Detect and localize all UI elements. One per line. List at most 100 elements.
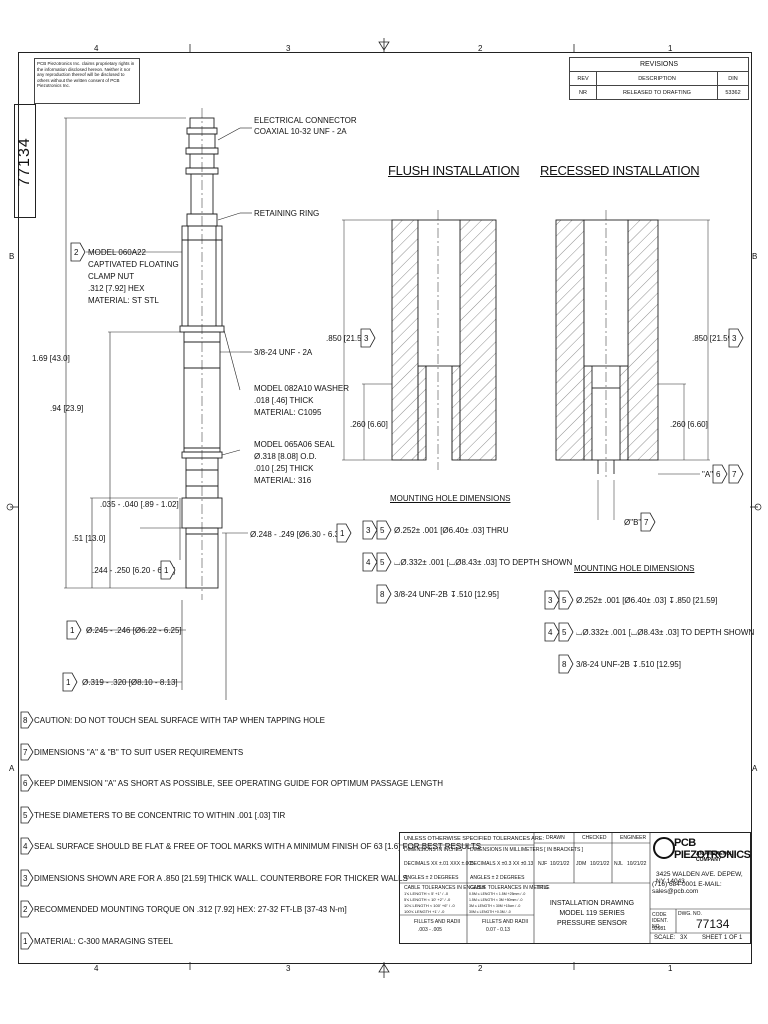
dim-248: Ø.248 - .249 [Ø6.30 - 6.32] (250, 530, 346, 539)
rev-value: NR (569, 85, 597, 100)
note-number: 6 (23, 779, 28, 788)
flush-hole-spec: ⌴Ø.332± .001 [⌴Ø8.43± .03] TO DEPTH SHOW… (394, 558, 573, 567)
checked-by: JDM (576, 861, 587, 867)
checked-date: 10/21/22 (590, 861, 610, 867)
engineer-label: ENGINEER (620, 835, 647, 841)
thread-callout: 3/8-24 UNF - 2A (254, 348, 313, 357)
clamp-nut-material: MATERIAL: ST STL (88, 296, 159, 305)
recessed-dim-850: .850 [21.59] (692, 334, 735, 343)
note-flag-icon (20, 743, 34, 760)
cable-english-row: 100'≤ LENGTH +1' / -0 (404, 909, 445, 914)
note-number: 3 (23, 873, 28, 883)
flag-6-icon (712, 464, 728, 484)
flag-1-icon (336, 523, 352, 543)
flag-number: 4 (548, 628, 553, 637)
note-flag-icon (20, 806, 34, 823)
title-block-grid (400, 833, 750, 943)
flag-number: 5 (380, 558, 385, 567)
cable-english-row: 5'≤ LENGTH < 10' +2" / -0 (404, 897, 451, 902)
recessed-hole-spec: ⌴Ø.332± .001 [⌴Ø8.43± .03] TO DEPTH SHOW… (576, 628, 755, 637)
flush-dim-260: .260 [6.60] (350, 420, 388, 429)
note-text: CAUTION: DO NOT TOUCH SEAL SURFACE WITH … (34, 716, 326, 725)
flag-8-icon (376, 584, 392, 604)
flag-number: 4 (366, 558, 371, 567)
cable-metric-row: 1.5M ≤ LENGTH < 3M +50mm / -0 (469, 898, 523, 902)
flag-3-icon (360, 328, 376, 348)
dwg-no-label: DWG. NO. (678, 911, 702, 917)
flush-hole-spec: 3/8-24 UNF-2B ↧.510 [12.95] (394, 590, 499, 599)
recessed-installation-title: RECESSED INSTALLATION (540, 163, 700, 178)
flag-number: 3 (548, 596, 553, 605)
flag-number: 5 (562, 628, 567, 637)
seal-od: Ø.318 [8.08] O.D. (254, 452, 317, 461)
note-flag-icon (20, 711, 34, 729)
flag-4-icon (544, 622, 560, 642)
revisions-table: REVISIONS REV DESCRIPTION DIN NR RELEASE… (569, 57, 749, 100)
drawing-title-line1: INSTALLATION DRAWING (549, 900, 635, 907)
recessed-hole-spec: Ø.252± .001 [Ø6.40± .03] ↧.850 [21.59] (576, 596, 718, 605)
scale-label: SCALE: (654, 935, 676, 941)
zone-bottom-3: 3 (286, 964, 291, 973)
flag-6-number: 6 (716, 470, 721, 479)
title-label: TITLE (536, 885, 550, 891)
note-flag-icon (20, 932, 34, 949)
washer-material: MATERIAL: C1095 (254, 408, 322, 417)
flag-3-icon (362, 520, 378, 540)
clamp-nut-desc2: CLAMP NUT (88, 272, 135, 281)
sheet-value: 1 OF 1 (724, 935, 743, 941)
zone-bottom-4: 4 (94, 964, 99, 973)
flag-5-icon (558, 590, 574, 610)
checked-label: CHECKED (582, 835, 607, 841)
flag-7-number: 7 (644, 518, 649, 527)
dim-51: .51 [13.0] (72, 534, 106, 543)
drawn-date: 10/21/22 (550, 861, 570, 867)
flush-dim-850: .850 [21.59] (326, 334, 369, 343)
flag-number: 8 (380, 590, 385, 599)
note-number: 5 (23, 810, 28, 820)
drawing-number: 77134 (696, 917, 730, 931)
flag-7-icon (640, 512, 656, 532)
recessed-holes-title: MOUNTING HOLE DIMENSIONS (574, 564, 695, 573)
retaining-ring-callout: RETAINING RING (254, 209, 320, 218)
note-text: THESE DIAMETERS TO BE CONCENTRIC TO WITH… (34, 810, 286, 820)
flag-1-number: 1 (340, 529, 345, 538)
fillets-english: .003 - .005 (418, 927, 442, 933)
cable-english-row: 1'≤ LENGTH < 5' +1" / -0 (404, 891, 449, 896)
drawn-by: NJF (538, 861, 548, 867)
company-subtitle: AN AMPHENOL COMPANY (696, 851, 733, 863)
flag-number: 3 (366, 526, 371, 535)
mm-angles: ANGLES ± 2 DEGREES (470, 875, 525, 881)
drawn-label: DRAWN (546, 835, 565, 841)
dim-035: .035 - .040 [.89 - 1.02] (100, 500, 179, 509)
dim-245: Ø.245 - .246 [Ø6.22 - 6.25] (86, 626, 182, 635)
flag-1-icon (160, 560, 176, 580)
engineer-by: NJL (614, 861, 623, 867)
seal-thickness: .010 [.25] THICK (254, 464, 314, 473)
note-number: 1 (23, 936, 28, 946)
note-flag-icon (20, 837, 34, 855)
note-text: RECOMMENDED MOUNTING TORQUE ON .312 [7.9… (34, 905, 347, 914)
zone-bottom-1: 1 (668, 964, 673, 973)
recessed-dim-b: Ø"B" (624, 518, 642, 527)
seal-material: MATERIAL: 316 (254, 476, 312, 485)
note-text: SEAL SURFACE SHOULD BE FLAT & FREE OF TO… (34, 842, 482, 851)
drawing-frame (18, 52, 752, 964)
flag-5-icon (558, 622, 574, 642)
flag-number: 5 (562, 596, 567, 605)
company-contact: (716) 684-0001 E-MAIL: sales@pcb.com (652, 881, 722, 895)
zone-left-a: A (9, 764, 15, 773)
flag-1-icon (66, 620, 82, 640)
cable-metric-row: 0.5M ≤ LENGTH < 1.5M +25mm / -0 (469, 892, 526, 896)
fillets-metric-header: FILLETS AND RADII (482, 919, 529, 925)
flag-number: 5 (380, 526, 385, 535)
zone-top-4: 4 (94, 44, 99, 53)
rev-din: 53362 (717, 85, 749, 100)
connector-callout-line2: COAXIAL 10-32 UNF - 2A (254, 127, 347, 136)
note-number: 7 (23, 747, 28, 757)
flag-1-number: 1 (164, 566, 169, 575)
flag-4-icon (362, 552, 378, 572)
scale-value: 3X (680, 935, 688, 941)
